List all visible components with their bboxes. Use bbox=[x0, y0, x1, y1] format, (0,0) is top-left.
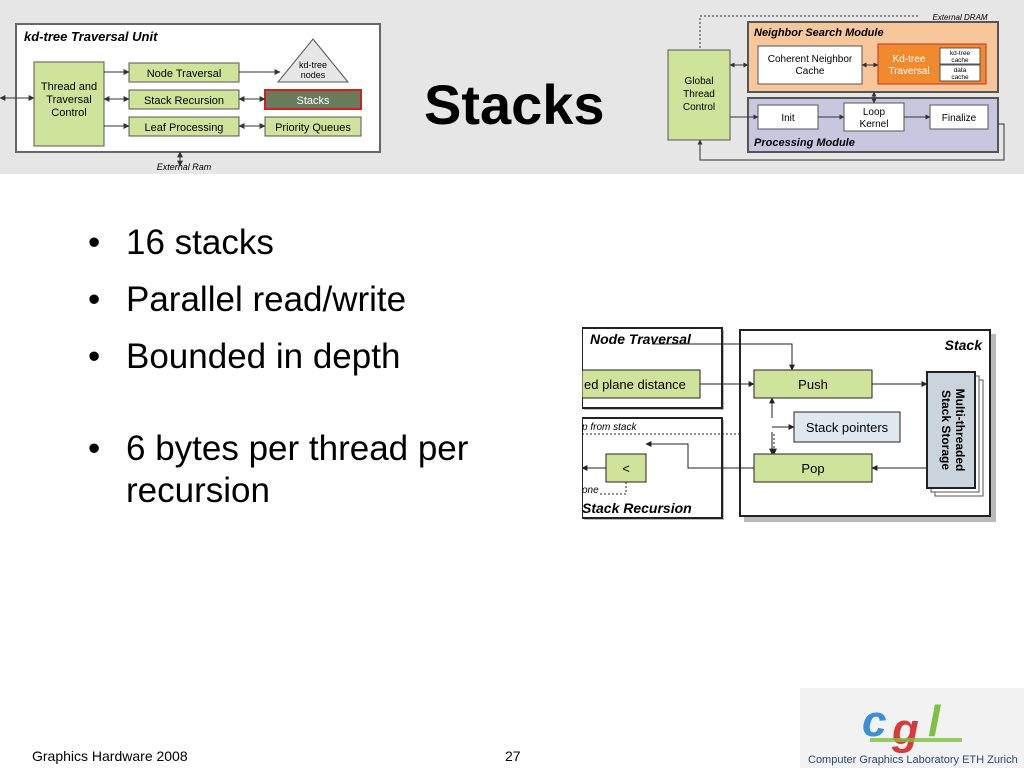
kd-tree-nodes-line2: nodes bbox=[301, 70, 326, 80]
plane-distance-box bbox=[582, 369, 701, 399]
kd-tree-nodes-triangle bbox=[276, 38, 350, 83]
kd-tree-cache-box bbox=[939, 47, 981, 65]
push-box bbox=[753, 369, 873, 399]
init-label: Init bbox=[781, 113, 795, 124]
finalize-label: Finalize bbox=[942, 113, 977, 124]
logo-underline bbox=[870, 738, 962, 742]
pop-from-stack-label: p from stack bbox=[582, 422, 637, 433]
done-dotted-line bbox=[600, 482, 627, 495]
global-thread-control-box bbox=[667, 49, 731, 141]
stack-storage-box bbox=[926, 371, 976, 489]
feedback-arrow bbox=[697, 123, 1005, 161]
footer-conference: Graphics Hardware 2008 bbox=[32, 748, 188, 764]
bullet-item: • 16 stacks bbox=[88, 222, 548, 264]
kd-traversal-line1: Kd-tree bbox=[893, 54, 926, 65]
stack-recursion-label: Stack Recursion bbox=[144, 95, 224, 107]
thread-control-box bbox=[33, 61, 105, 147]
stacks-label: Stacks bbox=[296, 95, 330, 107]
pop-label: Pop bbox=[801, 461, 824, 476]
bullet-item: • Parallel read/write bbox=[88, 279, 548, 321]
logo-letter-g: g bbox=[891, 705, 919, 754]
bullet-dot: • bbox=[88, 223, 101, 262]
loop-kernel-line1: Loop bbox=[863, 107, 886, 118]
init-box bbox=[757, 104, 819, 130]
stack-detail-diagram: Node Traversal ed plane distance p from … bbox=[582, 327, 996, 522]
system-architecture-diagram: External DRAM Neighbor Search Module Coh… bbox=[667, 13, 1005, 161]
stack-pointers-box bbox=[793, 411, 901, 443]
thread-control-line3: Control bbox=[51, 107, 86, 119]
bullet-dot: • bbox=[88, 429, 101, 468]
data-cache-box bbox=[939, 64, 981, 82]
stack-title: Stack bbox=[945, 337, 984, 353]
neighbor-search-title: Neighbor Search Module bbox=[754, 27, 884, 39]
loop-kernel-line2: Kernel bbox=[860, 119, 889, 130]
push-label: Push bbox=[798, 377, 828, 392]
done-label: one bbox=[582, 485, 599, 496]
logo-letter-l: l bbox=[928, 697, 941, 746]
stack-recursion-title: Stack Recursion bbox=[582, 500, 692, 516]
finalize-box bbox=[929, 104, 989, 130]
logo-letter-c: c bbox=[862, 697, 886, 746]
global-thread-line2: Thread bbox=[683, 89, 715, 100]
bullet-text: 16 stacks bbox=[126, 223, 274, 262]
node-traversal-title: Node Traversal bbox=[590, 331, 692, 347]
storage-line1: Multi-threaded bbox=[953, 389, 967, 472]
less-than-label: < bbox=[622, 461, 630, 476]
kd-tree-cache-line1: kd-tree bbox=[950, 50, 971, 57]
bullet-text: Bounded in depth bbox=[126, 337, 401, 376]
bullet-item: • Bounded in depth bbox=[88, 336, 548, 378]
bullet-item: • 6 bytes per thread per recursion bbox=[88, 428, 548, 512]
processing-module-title: Processing Module bbox=[754, 137, 855, 149]
unit-title: kd-tree Traversal Unit bbox=[24, 29, 158, 44]
logo-caption: Computer Graphics Laboratory ETH Zurich bbox=[808, 754, 1018, 766]
bullet-list: • 16 stacks • Parallel read/write • Bounded… bbox=[88, 222, 548, 527]
cgl-logo-graphic: c g l Computer Graphics Laboratory ETH Z… bbox=[808, 697, 1018, 766]
data-cache-line2: cache bbox=[951, 74, 969, 81]
page-number: 27 bbox=[505, 748, 521, 764]
bullet-dot: • bbox=[88, 337, 101, 376]
node-traversal-label: Node Traversal bbox=[147, 68, 222, 80]
coherent-cache-box bbox=[757, 45, 863, 85]
kd-tree-nodes-line1: kd-tree bbox=[299, 60, 327, 70]
storage-line2: Stack Storage bbox=[939, 390, 953, 470]
traversal-push-arrow bbox=[652, 343, 795, 371]
plane-distance-label: ed plane distance bbox=[584, 377, 686, 392]
global-thread-line3: Control bbox=[683, 102, 715, 113]
bullet-text: 6 bytes per thread per recursion bbox=[126, 429, 469, 510]
slide-title: Stacks bbox=[424, 73, 605, 136]
dram-dotted-line bbox=[699, 15, 918, 50]
leaf-processing-label: Leaf Processing bbox=[145, 122, 224, 134]
thread-control-line1: Thread and bbox=[41, 81, 97, 93]
stack-pointers-label: Stack pointers bbox=[806, 420, 889, 435]
coherent-cache-line2: Cache bbox=[796, 66, 825, 77]
pop-compare-arrow bbox=[645, 441, 754, 469]
priority-queues-label: Priority Queues bbox=[275, 122, 351, 134]
global-thread-line1: Global bbox=[685, 76, 714, 87]
cgl-logo: c g l Computer Graphics Laboratory ETH Z… bbox=[800, 688, 1024, 768]
coherent-cache-line1: Coherent Neighbor bbox=[768, 54, 853, 65]
kd-tree-cache-line2: cache bbox=[951, 57, 969, 64]
pop-box bbox=[753, 453, 873, 483]
bullet-text: Parallel read/write bbox=[126, 280, 407, 319]
data-cache-line1: data bbox=[954, 67, 967, 74]
bullet-dot: • bbox=[88, 280, 101, 319]
thread-control-line2: Traversal bbox=[46, 94, 91, 106]
kd-traversal-line2: Traversal bbox=[888, 66, 929, 77]
external-dram-label: External DRAM bbox=[932, 13, 987, 22]
external-ram-label: External Ram bbox=[157, 162, 212, 172]
kd-tree-traversal-unit-diagram: kd-tree Traversal Unit Thread and Traver… bbox=[0, 23, 381, 172]
